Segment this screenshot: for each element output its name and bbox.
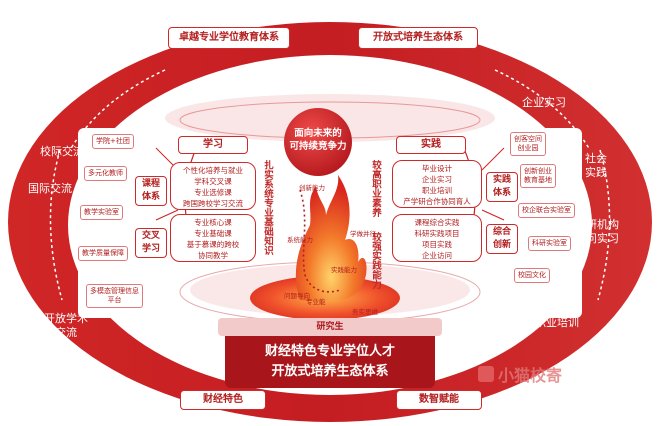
right-item-joint-lab: 校企联合实验室	[518, 203, 575, 218]
right-item-innovation-base: 创新创业 教育基地	[520, 164, 556, 188]
flame-label-learning-doing: 学做并行	[350, 230, 376, 238]
bottom-box-digital: 数智赋能	[396, 390, 482, 410]
banner-title-line1: 财经特色专业学位人才	[264, 344, 395, 359]
left-item-college-club: 学院+社团	[92, 134, 134, 149]
ring-label-international-exchange: 国际交流	[28, 182, 72, 195]
learning-header: 学习	[178, 136, 248, 154]
cross-item: 专业核心课	[194, 218, 232, 227]
left-item-quality-assurance: 教学质量保障	[78, 246, 128, 261]
bottom-box-finance: 财经特色	[180, 390, 266, 410]
ring-label-enterprise-intern: 企业实习	[522, 96, 566, 109]
practice-item: 产学研合作协同育人	[403, 197, 471, 206]
cross-item: 基于慕课的跨校	[186, 240, 240, 249]
innovation-item: 项目实践	[422, 240, 452, 249]
right-item-campus-culture: 校园文化	[514, 268, 550, 283]
center-bubble-text: 面向未来的 可持续竞争力	[289, 128, 347, 152]
cross-item: 专业基础课	[194, 229, 232, 238]
innovation-item: 企业访问	[422, 251, 452, 260]
watermark-text: 小猫校寄	[498, 366, 563, 385]
course-item: 专业选修课	[194, 188, 232, 197]
left-item-management-platform: 多模态管理信息 平台	[86, 284, 143, 308]
vertical-label-professionalism: 较高职业素养	[369, 160, 381, 217]
cross-item: 协同教学	[198, 251, 228, 260]
right-item-research-lab: 科研实验室	[528, 236, 571, 251]
ring-label-vocational-training: 职业培训	[535, 316, 579, 329]
ring-label-school-exchange: 校际交流	[40, 145, 84, 158]
right-item-maker-space: 创客空间 创业园	[510, 132, 546, 156]
watermark-icon	[478, 366, 494, 382]
flame-label-problem: 问题导向	[284, 292, 310, 300]
banner-title-line2: 开放式培养生态体系	[271, 364, 389, 379]
vertical-label-knowledge: 扎实系统专业基础知识	[261, 160, 273, 255]
innovation-item: 课程综合实践	[414, 218, 460, 227]
course-system-label: 课程 体系	[135, 176, 167, 206]
top-box-left: 卓越专业学位教育体系	[168, 27, 290, 49]
ring-label-research-visit: 科研机构 访问实习	[575, 218, 619, 245]
innovation-item: 科研实践项目	[414, 229, 460, 238]
practice-item: 毕业设计	[422, 164, 452, 173]
practice-item: 企业实习	[422, 175, 452, 184]
practice-header: 实践	[396, 136, 466, 154]
left-item-teaching-lab: 教学实验室	[80, 205, 123, 220]
practice-system-label: 实践 体系	[486, 172, 518, 202]
course-item: 个性化培养与就业	[183, 166, 243, 175]
course-item: 跨国跨校学习交流	[183, 199, 243, 208]
ring-label-social-practice: 社会 实践	[585, 152, 607, 179]
flame-label-professional: 专业能	[306, 298, 326, 306]
cross-learning-label: 交叉 学习	[135, 228, 167, 258]
course-items-box: 个性化培养与就业 学科交叉课 专业选修课 跨国跨校学习交流	[170, 162, 256, 210]
top-box-right: 开放式培养生态体系	[358, 27, 478, 49]
innovation-label: 综合 创新	[486, 224, 518, 254]
vertical-label-practice-ability: 较强实践能力	[369, 232, 381, 289]
flame-label-pragmatic: 务实思维	[352, 308, 378, 316]
flame-label-innovation: 创新能力	[299, 184, 325, 192]
practice-items-box: 毕业设计 企业实习 职业培训 产学研合作协同育人	[392, 160, 482, 208]
innovation-items-box: 课程综合实践 科研实践项目 项目实践 企业访问	[392, 214, 482, 262]
course-item: 学科交叉课	[194, 177, 232, 186]
cross-items-box: 专业核心课 专业基础课 基于慕课的跨校 协同教学	[170, 214, 256, 262]
graduate-label: 研究生	[316, 322, 344, 332]
ring-label-open-academic: 开放学术 交流	[44, 312, 88, 339]
practice-item: 职业培训	[422, 186, 452, 195]
flame-label-system: 系统能力	[287, 236, 313, 244]
flame-label-practice: 实践能力	[331, 266, 357, 274]
left-item-diverse-teachers: 多元化教师	[84, 166, 127, 181]
